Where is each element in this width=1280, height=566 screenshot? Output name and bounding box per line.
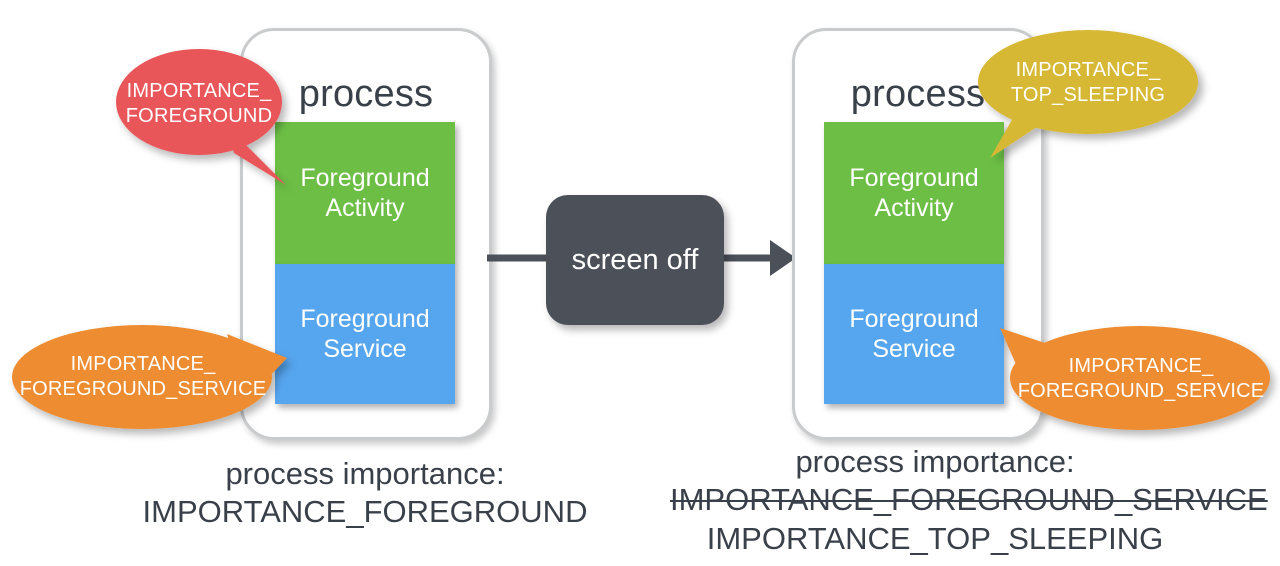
right-process-importance-caption: process importance: IMPORTANCE_FOREGROUN… [670,443,1268,558]
screen-off-label: screen off [571,243,699,276]
right-service-line2: Service [872,335,956,363]
right-caption-line1: process importance: [795,444,1075,479]
callout-importance-foreground: IMPORTANCE_ FOREGROUND [116,45,316,200]
right-foreground-service-block: Foreground Service [824,264,1004,404]
right-activity-line2: Activity [874,194,954,222]
callout-importance-foreground-service-left: IMPORTANCE_ FOREGROUND_SERVICE [12,322,312,442]
left-activity-line2: Activity [325,194,405,222]
callout-importance-foreground-service-right: IMPORTANCE_ FOREGROUND_SERVICE [988,318,1278,440]
right-caption-line2-struck: IMPORTANCE_FOREGROUND_SERVICE [670,482,1268,518]
left-foreground-service-block: Foreground Service [275,264,455,404]
callout-importance-top-sleeping: IMPORTANCE_ TOP_SLEEPING [962,25,1212,185]
right-activity-line1: Foreground [849,163,979,192]
left-caption-line1: process importance: [225,456,505,491]
right-process-title: process [850,73,986,115]
left-caption-line2: IMPORTANCE_FOREGROUND [142,494,588,530]
left-service-line2: Service [323,335,407,363]
right-foreground-activity-block: Foreground Activity [824,122,1004,264]
left-process-title: process [298,73,434,115]
left-process-importance-caption: process importance: IMPORTANCE_FOREGROUN… [120,455,610,532]
left-service-line1: Foreground [300,304,430,333]
screen-off-node: screen off [546,195,724,325]
right-caption-line3: IMPORTANCE_TOP_SLEEPING [706,520,1164,556]
right-service-line1: Foreground [849,304,979,333]
left-foreground-activity-block: Foreground Activity [275,122,455,264]
left-activity-line1: Foreground [300,163,430,192]
